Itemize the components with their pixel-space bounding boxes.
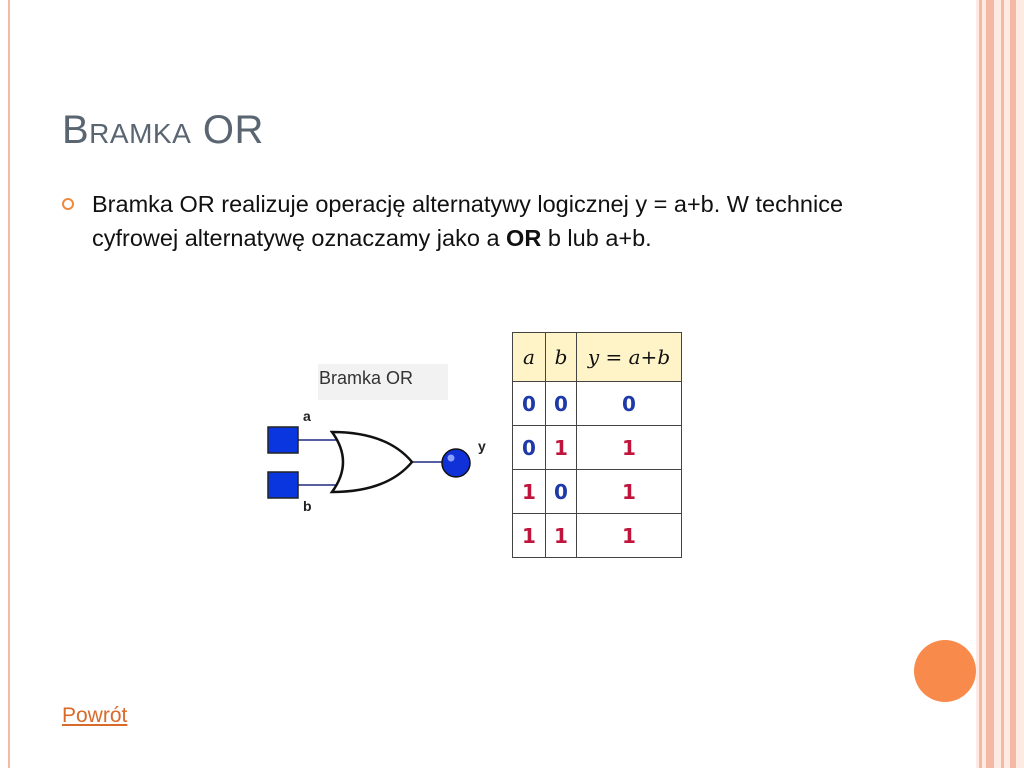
input-a-icon <box>267 426 299 454</box>
cell-b: 1 <box>545 425 577 470</box>
bullet-text: Bramka OR realizuje operację alternatywy… <box>92 191 844 251</box>
cell-a: 1 <box>512 513 546 558</box>
truth-table: a b y = a+b 0 0 0 0 1 1 1 0 1 1 1 1 <box>512 332 682 558</box>
or-gate-icon <box>329 430 414 494</box>
cell-a: 0 <box>512 381 546 426</box>
header-y: y = a+b <box>576 332 682 382</box>
decorative-circle <box>914 640 976 702</box>
or-gate-diagram: Bramka OR a b y <box>262 360 502 530</box>
back-link[interactable]: Powrót <box>62 704 128 727</box>
right-stripe <box>1010 0 1016 768</box>
table-row: 1 1 1 <box>512 513 682 558</box>
table-row: 0 0 0 <box>512 381 682 426</box>
slide-title: Bramka OR <box>62 108 264 152</box>
cell-b: 0 <box>545 469 577 514</box>
caption-background <box>318 364 448 400</box>
input-b-icon <box>267 471 299 499</box>
right-stripe <box>1001 0 1004 768</box>
cell-b: 1 <box>545 513 577 558</box>
label-b: b <box>303 498 312 514</box>
cell-y: 1 <box>576 513 682 558</box>
cell-a: 1 <box>512 469 546 514</box>
right-stripe <box>979 0 982 768</box>
label-y: y <box>478 438 486 454</box>
table-row: 0 1 1 <box>512 425 682 470</box>
or-gate-schematic <box>267 364 471 499</box>
output-lamp-icon <box>441 448 471 478</box>
truth-table-header: a b y = a+b <box>512 332 682 382</box>
header-a: a <box>512 332 546 382</box>
header-b: b <box>545 332 577 382</box>
right-stripe <box>986 0 994 768</box>
lamp-highlight <box>447 454 455 462</box>
gate-caption: Bramka OR <box>319 368 414 388</box>
bullet-item: Bramka OR realizuje operację alternatywy… <box>62 187 862 255</box>
cell-y: 1 <box>576 425 682 470</box>
cell-a: 0 <box>512 425 546 470</box>
cell-y: 1 <box>576 469 682 514</box>
right-decor-band <box>976 0 1024 768</box>
cell-b: 0 <box>545 381 577 426</box>
cell-y: 0 <box>576 381 682 426</box>
label-a: a <box>303 408 311 424</box>
table-row: 1 0 1 <box>512 469 682 514</box>
bullet-circle-icon <box>62 198 74 210</box>
left-frame-line <box>8 0 10 768</box>
